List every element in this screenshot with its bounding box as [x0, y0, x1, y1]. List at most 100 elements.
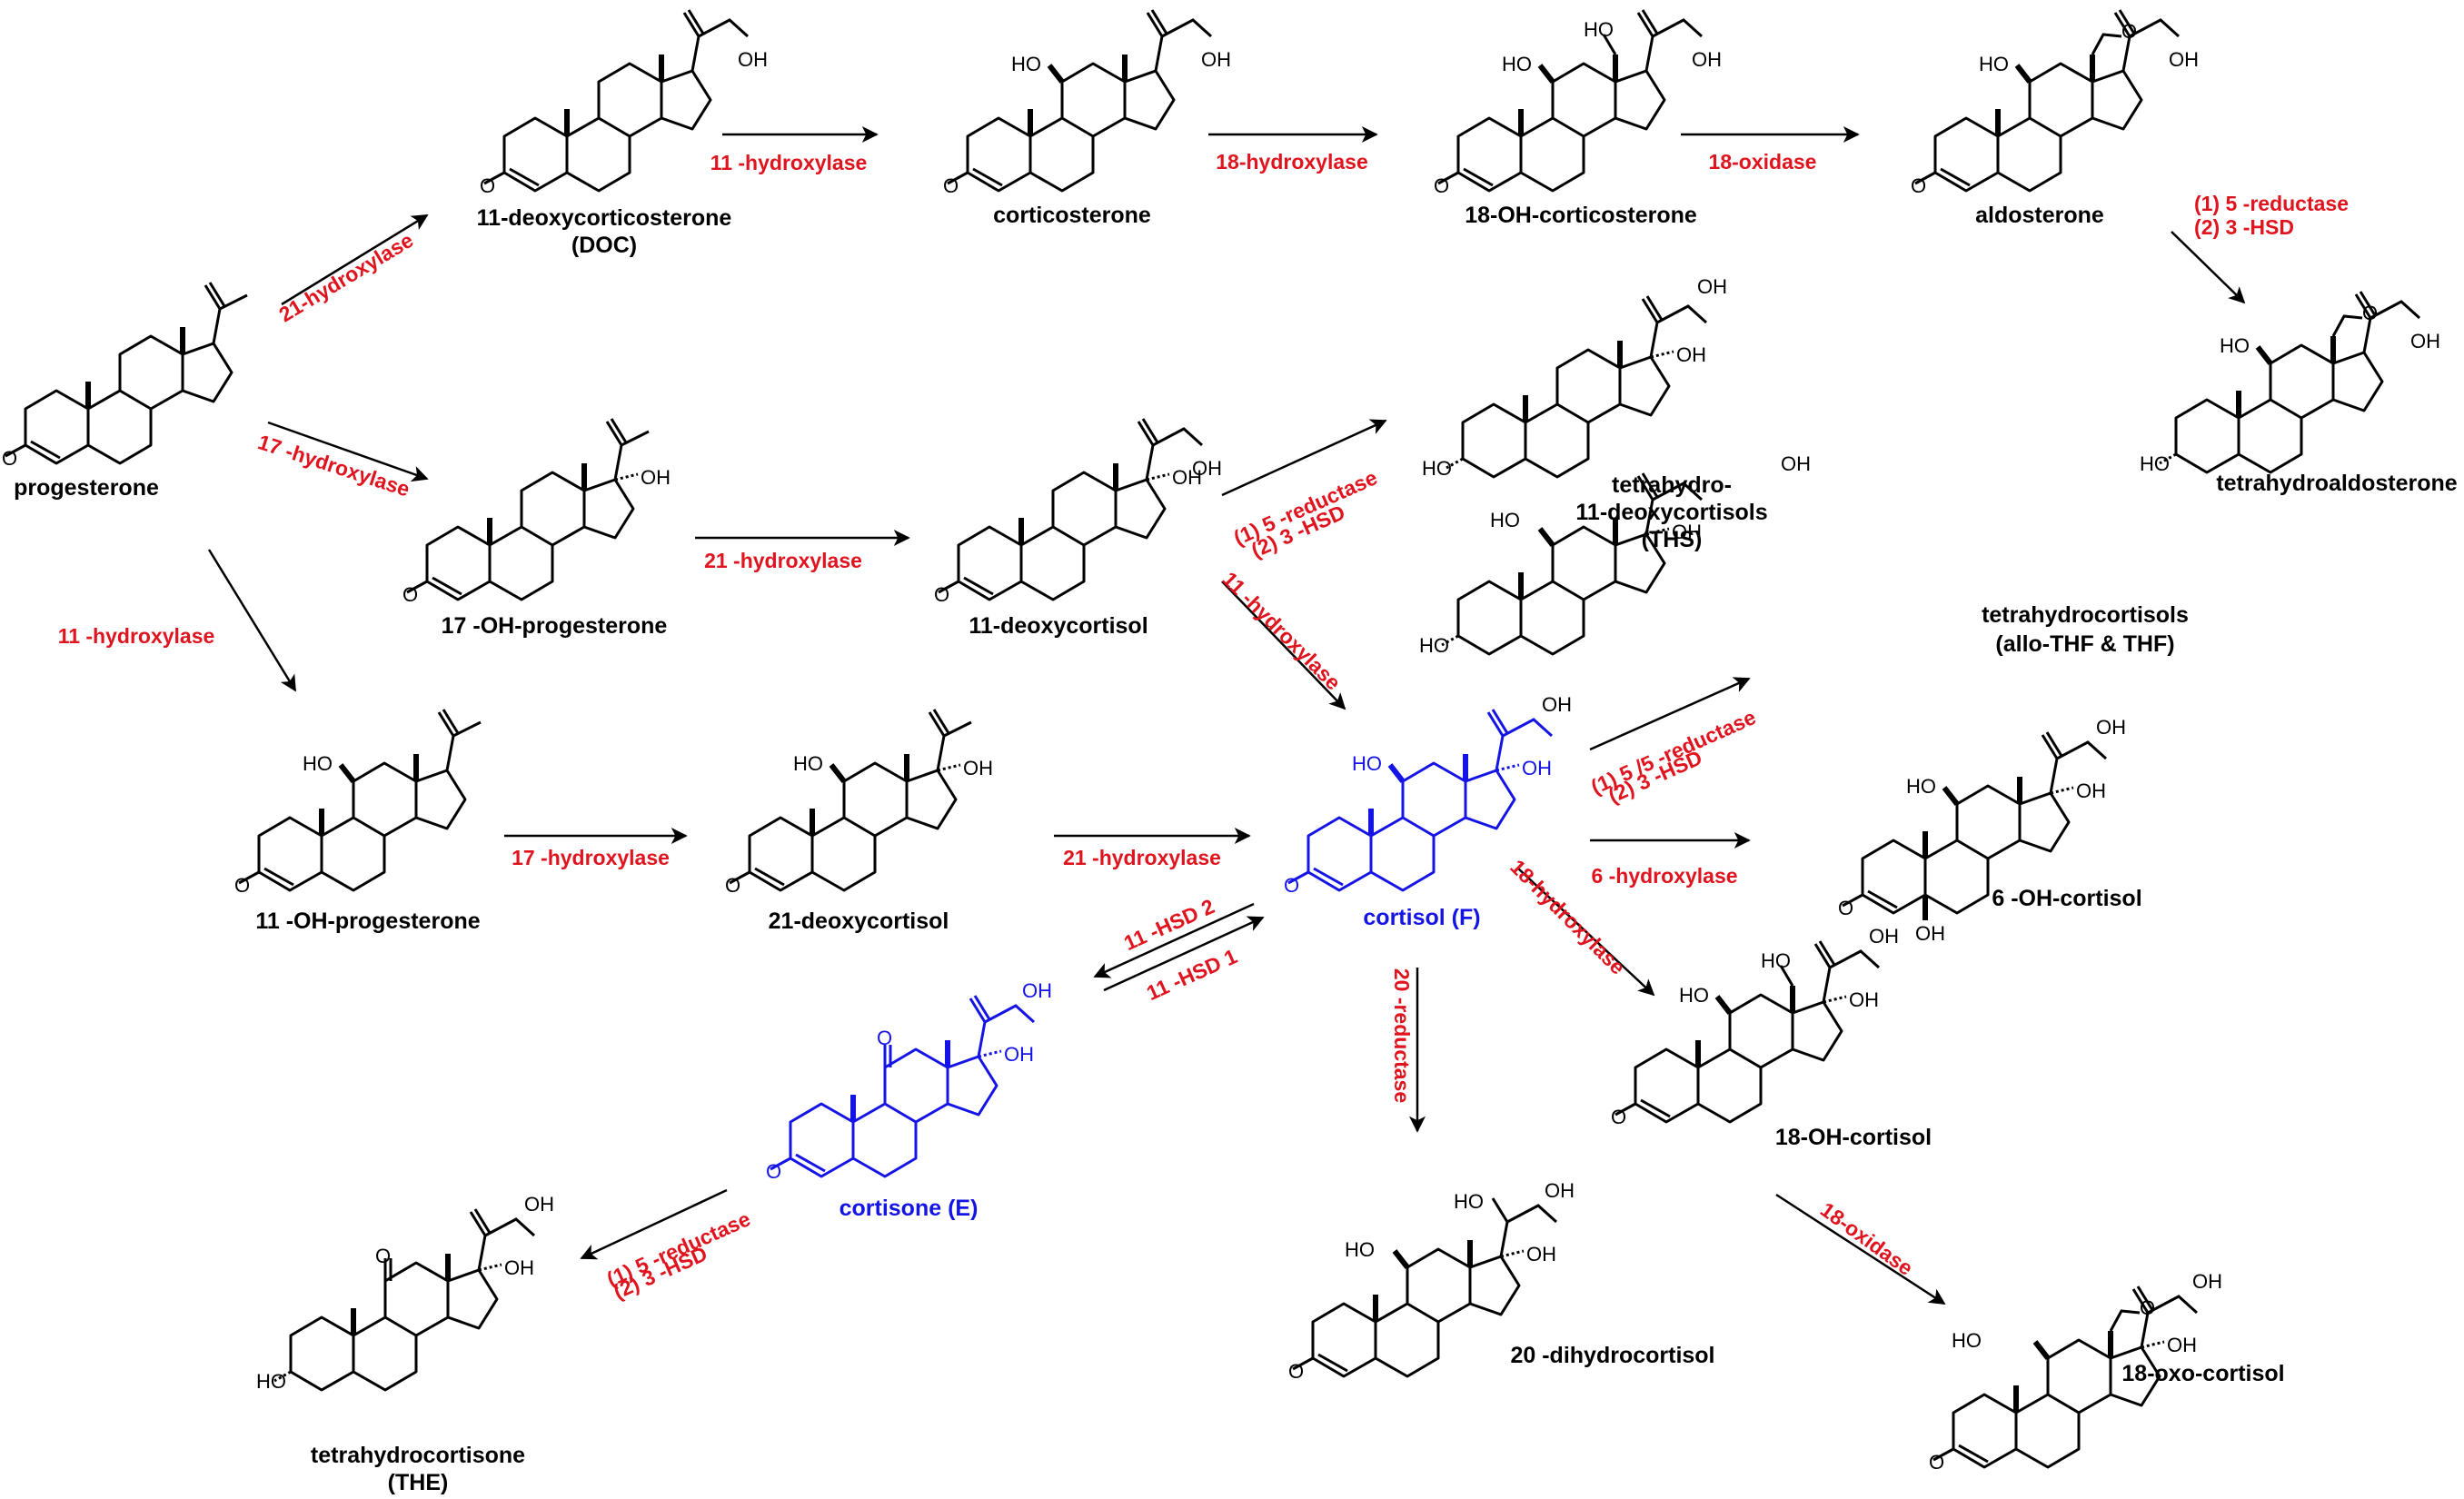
label-progesterone: progesterone [14, 475, 159, 501]
atom-ho: HO [793, 752, 823, 775]
atom-o: O [2362, 302, 2378, 324]
label-thf-line2: (allo-THF & THF) [1995, 631, 2174, 657]
atom-o: O [480, 174, 495, 197]
atom-ho: HO [1419, 634, 1449, 657]
structure-corticosterone [946, 8, 1213, 191]
arrow-11deoxy-cortisol [1221, 581, 1346, 710]
enzyme-21-hydroxylase: 21-hydroxylase [274, 228, 417, 327]
atom-ho: HO [1906, 775, 1936, 798]
label-corticosterone: corticosterone [993, 203, 1151, 228]
atom-o: O [1911, 174, 1926, 197]
atom-oh: OH [1692, 48, 1722, 71]
atom-o: O [375, 1245, 391, 1267]
arrow-cortisol-cortisone [1093, 902, 1255, 978]
structure-18oh-cortisol [1614, 939, 1881, 1122]
structure-cortisol [1287, 708, 1554, 890]
atom-oh: OH [1915, 922, 1945, 945]
arrow-prog-11oh [207, 549, 297, 692]
label-18oxo-cortisol: 18-oxo-cortisol [2121, 1361, 2284, 1386]
label-doc-line1: 11-deoxycorticosterone [477, 205, 732, 231]
atom-o: O [2, 447, 17, 470]
atom-o: O [2140, 1296, 2155, 1319]
label-11-deoxycortisol: 11-deoxycortisol [969, 613, 1148, 639]
structure-tetrahydroaldosterone [2159, 290, 2421, 472]
atom-oh: OH [641, 466, 671, 489]
arrow-cortisone-the [580, 1188, 728, 1260]
label-20-dihydrocortisol: 20 -dihydrocortisol [1510, 1343, 1714, 1368]
atom-oh: OH [1545, 1179, 1575, 1202]
atom-o: O [934, 583, 949, 606]
arrow-cortisone-cortisol [1103, 916, 1265, 992]
atom-ho: HO [1584, 18, 1614, 41]
atom-o: O [234, 874, 250, 897]
atom-oh: OH [1697, 275, 1727, 298]
arrow-cortisol-thf [1589, 677, 1751, 751]
enzyme-11b-hsd1: 11 -HSD 1 [1143, 944, 1241, 1005]
atom-oh: OH [2076, 779, 2106, 802]
enzyme-21-hydroxylase: 21 -hydroxylase [704, 549, 862, 572]
atom-labels: O O OH O OH HO O OH HO HO O OH HO O HO O… [2, 18, 2440, 1474]
structure-17oh-progesterone [405, 417, 651, 600]
atom-oh: OH [1781, 452, 1811, 475]
atom-o: O [877, 1027, 892, 1049]
label-thf-line1: tetrahydrocortisols [1982, 602, 2189, 628]
atom-oh: OH [2410, 330, 2440, 352]
structure-doc [482, 8, 750, 191]
label-6oh-cortisol: 6 -OH-cortisol [1992, 886, 2141, 911]
enzyme-11b-hydroxylase: 11 -hydroxylase [1217, 567, 1345, 694]
label-21-deoxycortisol: 21-deoxycortisol [769, 908, 949, 934]
atom-ho: HO [1345, 1238, 1375, 1261]
arrow-18ohcortisol-18oxo [1775, 1193, 1946, 1305]
arrow-cortisol-18ohcortisol [1516, 867, 1655, 997]
atom-ho: HO [1761, 949, 1791, 972]
enzyme-18-oxidase: 18-oxidase [1816, 1197, 1917, 1280]
atom-ho: HO [303, 752, 333, 775]
label-17oh-progesterone: 17 -OH-progesterone [442, 613, 668, 639]
atom-oh: OH [1192, 457, 1222, 480]
structure-6oh-cortisol [1841, 730, 2108, 920]
structure-18oh-corticosterone [1436, 8, 1704, 191]
atom-ho: HO [1979, 53, 2009, 75]
label-ths-line2: 11-deoxycortisols [1575, 500, 1767, 525]
structure-21-deoxycortisol [728, 708, 973, 890]
arrow-prog-17oh [267, 421, 429, 482]
structure-11-deoxycortisol [937, 417, 1204, 600]
label-ths-line3: (THS) [1642, 527, 1703, 552]
enzyme-5a-reductase: (1) 5 -reductase [2194, 192, 2349, 215]
structure-the [273, 1207, 536, 1390]
atom-ho: HO [256, 1370, 286, 1393]
atom-o: O [402, 583, 418, 606]
atom-ho: HO [1490, 509, 1520, 531]
label-aldosterone: aldosterone [1975, 203, 2104, 228]
atom-oh: OH [1526, 1243, 1556, 1266]
atom-oh: OH [2192, 1270, 2222, 1293]
atom-oh: OH [1869, 925, 1899, 948]
atom-oh: OH [1172, 466, 1202, 489]
atom-o: O [725, 874, 740, 897]
atom-oh: OH [1542, 693, 1572, 716]
atom-o: O [1434, 174, 1449, 197]
arrow-aldo-thaldo [2171, 231, 2246, 304]
atom-o: O [1288, 1360, 1304, 1383]
atom-oh: OH [1672, 521, 1702, 543]
atom-o: O [1838, 897, 1853, 919]
atom-ho: HO [2140, 452, 2170, 475]
label-tetrahydroaldosterone: tetrahydroaldosterone [2216, 471, 2457, 496]
atom-oh: OH [1522, 757, 1552, 779]
label-18oh-corticosterone: 18-OH-corticosterone [1465, 203, 1697, 228]
atom-o: O [2121, 20, 2137, 43]
structure-11oh-progesterone [237, 708, 482, 890]
atom-ho: HO [1454, 1190, 1484, 1213]
atom-oh: OH [1201, 48, 1231, 71]
atom-oh: OH [1676, 343, 1706, 366]
enzyme-labels: 21-hydroxylase 11 -hydroxylase 18-hydrox… [58, 150, 2349, 1304]
atom-ho: HO [1952, 1329, 1982, 1352]
atom-oh: OH [524, 1193, 554, 1216]
label-cortisol: cortisol (F) [1363, 905, 1480, 930]
label-the-line2: (THE) [388, 1470, 449, 1495]
atom-o: O [1284, 874, 1299, 897]
atom-o: O [943, 174, 959, 197]
atom-oh: OH [2096, 716, 2126, 739]
enzyme-21-hydroxylase: 21 -hydroxylase [1063, 846, 1221, 869]
